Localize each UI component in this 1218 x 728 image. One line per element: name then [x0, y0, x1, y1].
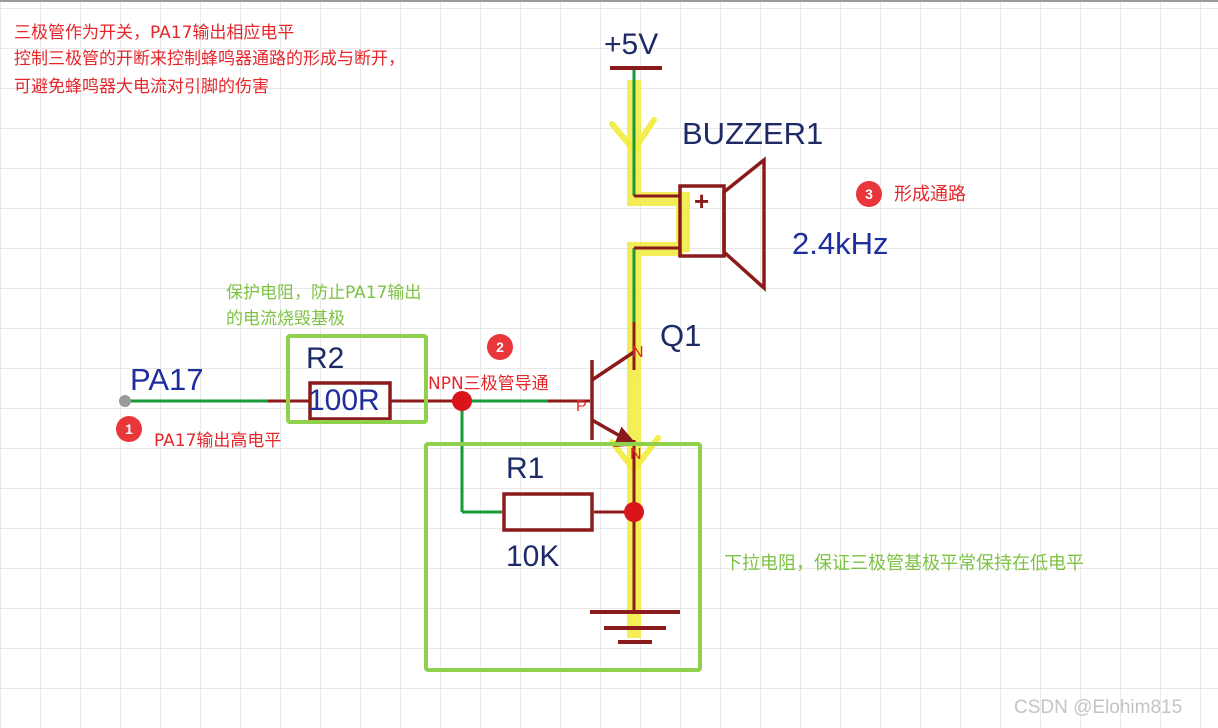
pa17-port-end — [119, 395, 131, 407]
buzzer-plus-sign: + — [694, 186, 710, 216]
buzzer-symbol — [678, 156, 766, 292]
intro-line-1: 三极管作为开关，PA17输出相应电平 — [14, 23, 295, 43]
step-2-badge: 2 — [487, 334, 513, 360]
power-label: +5V — [604, 28, 659, 61]
step-2-text: NPN三极管导通 — [428, 374, 549, 394]
r2-highlight-box — [286, 334, 428, 424]
transistor-name: Q1 — [660, 318, 702, 353]
step-3-text: 形成通路 — [894, 184, 966, 205]
collector-pin-label: N — [632, 344, 644, 361]
step-3-badge: 3 — [856, 181, 882, 207]
r1-highlight-box — [424, 442, 702, 672]
buzzer-name: BUZZER1 — [682, 116, 824, 151]
junction-emitter — [624, 502, 644, 522]
r2-body — [308, 381, 392, 421]
step-1-badge: 1 — [116, 416, 142, 442]
step-1-text: PA17输出高电平 — [154, 431, 282, 451]
r1-note: 下拉电阻，保证三极管基极平常保持在低电平 — [724, 553, 1084, 574]
junction-base — [452, 391, 472, 411]
transistor-symbol — [590, 350, 638, 447]
r2-note-line-1: 保护电阻，防止PA17输出 — [226, 283, 422, 303]
wires — [130, 70, 636, 514]
intro-line-3: 可避免蜂鸣器大电流对引脚的伤害 — [14, 77, 269, 97]
r2-value: 100R — [308, 384, 380, 417]
emitter-pin-label: N — [630, 446, 642, 463]
csdn-watermark: CSDN @Elohim815 — [1014, 697, 1183, 718]
buzzer-frequency: 2.4kHz — [792, 226, 889, 261]
r2-note-line-2: 的电流烧毁基极 — [226, 309, 345, 329]
base-pin-label: P — [576, 398, 587, 415]
r2-name: R2 — [306, 342, 345, 375]
ground-symbol — [590, 610, 680, 644]
r1-value: 10K — [506, 540, 560, 573]
r1-name: R1 — [506, 452, 545, 485]
r1-body — [502, 492, 594, 532]
top-divider — [0, 0, 1218, 2]
intro-line-2: 控制三极管的开断来控制蜂鸣器通路的形成与断开， — [14, 49, 405, 69]
pa17-net-label: PA17 — [130, 362, 204, 397]
